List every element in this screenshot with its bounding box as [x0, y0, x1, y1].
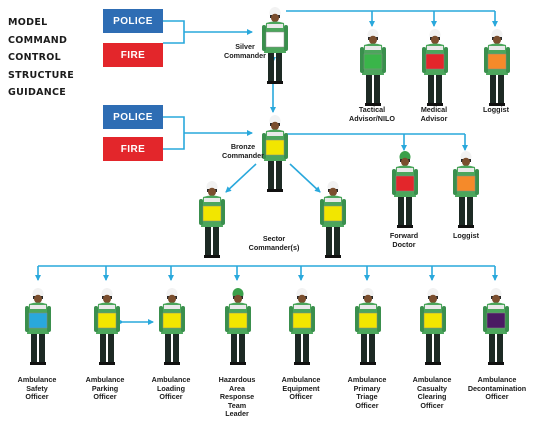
person-figure-sector2: [317, 180, 349, 260]
label-parking-officer: Ambulance Parking Officer: [85, 375, 125, 402]
label-safety-officer: Ambulance Safety Officer: [17, 375, 57, 402]
bronze-police-box: POLICE: [103, 105, 163, 129]
title-line: MODEL: [8, 17, 48, 28]
title-line: GUIDANCE: [8, 87, 67, 98]
label-tactical-advisor: Tactical Advisor/NILO: [349, 105, 395, 123]
label-loggist-1: Loggist: [483, 105, 509, 114]
diagram-title: MODEL COMMAND CONTROL STRUCTURE GUIDANCE: [8, 14, 74, 102]
person-figure-safety: [22, 287, 54, 367]
person-figure-silver: [259, 6, 291, 86]
person-figure-hazardous: [222, 287, 254, 367]
label-silver-commander: Silver Commander: [224, 42, 266, 60]
arrow-group: [35, 10, 498, 325]
silver-police-box: POLICE: [103, 9, 163, 33]
person-figure-loggist2: [450, 150, 482, 230]
label-casualty-officer: Ambulance Casualty Clearing Officer: [412, 375, 452, 410]
label-equipment-officer: Ambulance Equipment Officer: [281, 375, 321, 402]
label-hazardous-leader: Hazardous Area Response Team Leader: [218, 375, 256, 419]
label-loading-officer: Ambulance Loading Officer: [151, 375, 191, 402]
person-figure-forward: [389, 150, 421, 230]
label-triage-officer: Ambulance Primary Triage Officer: [347, 375, 387, 410]
label-forward-doctor: Forward Doctor: [389, 231, 419, 249]
title-line: COMMAND: [8, 34, 68, 46]
person-figure-casualty: [417, 287, 449, 367]
person-figure-sector1: [196, 180, 228, 260]
person-figure-medical: [419, 28, 451, 108]
label-bronze-commander: Bronze Commander: [222, 142, 264, 160]
person-figure-parking: [91, 287, 123, 367]
person-figure-decon: [480, 287, 512, 367]
person-figure-tactical: [357, 28, 389, 108]
bronze-fire-box: FIRE: [103, 137, 163, 161]
label-decon-officer: Ambulance Decontamination Officer: [467, 375, 527, 402]
title-line: CONTROL: [8, 52, 62, 63]
label-medical-advisor: Medical Advisor: [420, 105, 448, 123]
person-figure-equipment: [286, 287, 318, 367]
person-figure-triage: [352, 287, 384, 367]
label-sector-commanders: Sector Commander(s): [248, 234, 300, 252]
title-line: STRUCTURE: [8, 69, 75, 81]
person-figure-loggist1: [481, 28, 513, 108]
label-loggist-2: Loggist: [453, 231, 479, 240]
person-figure-loading: [156, 287, 188, 367]
person-figure-bronze: [259, 114, 291, 194]
silver-fire-box: FIRE: [103, 43, 163, 67]
